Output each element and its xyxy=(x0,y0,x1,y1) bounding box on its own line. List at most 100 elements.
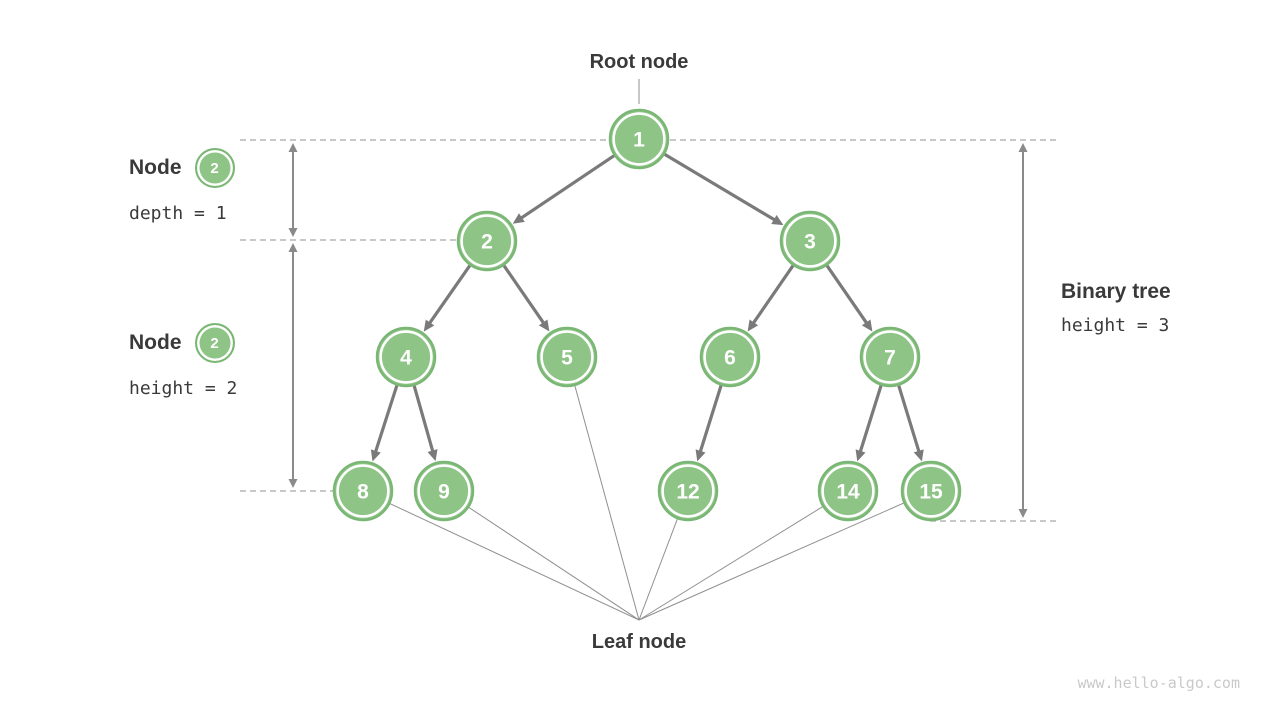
measure-arrowhead xyxy=(1018,509,1028,518)
measure-arrowhead xyxy=(288,479,298,488)
node-ring xyxy=(336,464,390,518)
measure-arrowhead xyxy=(288,243,298,252)
leaf-connector-line xyxy=(362,490,640,621)
node-value: 14 xyxy=(836,481,860,504)
node-value: 15 xyxy=(919,481,943,504)
tree-edge-4-9 xyxy=(412,385,436,455)
node-ring xyxy=(460,214,514,268)
node-ring xyxy=(379,330,433,384)
tree-node-6: 6 xyxy=(699,326,761,388)
site-watermark: www.hello-algo.com xyxy=(1077,674,1240,692)
tree-node-7: 7 xyxy=(859,326,921,388)
root-node-label: Root node xyxy=(589,51,689,73)
tree-node-1: 1 xyxy=(608,108,670,170)
tree-node-2: 2 xyxy=(456,210,518,272)
node-circle xyxy=(657,460,719,522)
tree-edge-arrowhead xyxy=(695,449,706,462)
leaf-connector-line xyxy=(443,490,640,621)
node-circle xyxy=(332,460,394,522)
measure-arrowhead xyxy=(288,143,298,152)
tree-edge-arrowhead xyxy=(855,449,866,462)
node-value: 3 xyxy=(804,231,816,254)
tree-edges xyxy=(370,152,924,462)
node-ring xyxy=(703,330,757,384)
tree-edge-arrowhead xyxy=(747,319,759,332)
node-badge-icon: 2 xyxy=(194,323,235,363)
tree-edge-arrowhead xyxy=(427,449,438,462)
node-value: 12 xyxy=(676,481,699,504)
tree-edge-2-4 xyxy=(426,264,472,327)
node-value: 5 xyxy=(561,347,573,370)
node-badge-value: 2 xyxy=(210,334,219,352)
node-badge-icon: 2 xyxy=(194,148,235,188)
tree-edge-arrowhead xyxy=(538,319,550,332)
node-circle xyxy=(456,210,518,272)
tree-edge-2-5 xyxy=(502,264,547,327)
tree-node-14: 14 xyxy=(817,460,879,522)
node-ring xyxy=(612,112,666,166)
node-ring xyxy=(540,330,594,384)
tree-height-formula: height = 3 xyxy=(1061,315,1170,336)
node-value: 7 xyxy=(884,347,896,370)
measure-arrows xyxy=(288,143,1028,518)
tree-height-callout: Binary tree height = 3 xyxy=(1061,280,1171,336)
tree-node-8: 8 xyxy=(332,460,394,522)
measure-arrowhead xyxy=(288,228,298,237)
node-value: 2 xyxy=(481,231,493,254)
node-circle xyxy=(779,210,841,272)
node-badge-value: 2 xyxy=(210,159,219,177)
tree-node-4: 4 xyxy=(375,326,437,388)
node-circle xyxy=(900,460,962,522)
tree-edge-arrowhead xyxy=(423,319,435,332)
node-circle xyxy=(817,460,879,522)
node-circle xyxy=(859,326,921,388)
node-circle xyxy=(413,460,475,522)
node-value: 8 xyxy=(357,481,369,504)
node-value: 9 xyxy=(438,481,450,504)
node-height-callout: Node 2 height = 2 xyxy=(129,323,237,399)
leaf-connector-line xyxy=(638,490,849,621)
node-depth-title: Node xyxy=(129,156,182,179)
tree-edge-1-3 xyxy=(663,152,779,223)
node-value: 1 xyxy=(633,129,645,152)
tree-edge-arrowhead xyxy=(913,449,924,462)
node-circle xyxy=(608,108,670,170)
node-value: 4 xyxy=(400,347,412,370)
tree-edge-arrowhead xyxy=(861,319,873,332)
node-circle xyxy=(536,326,598,388)
node-circle xyxy=(375,326,437,388)
leaf-connector-line xyxy=(566,356,640,621)
node-ring xyxy=(417,464,471,518)
background-guides xyxy=(240,79,1056,621)
node-value: 6 xyxy=(724,347,736,370)
tree-edge-arrowhead xyxy=(512,213,525,224)
tree-edge-6-12 xyxy=(697,385,723,456)
tree-edge-7-15 xyxy=(897,385,922,456)
node-ring xyxy=(821,464,875,518)
node-circle xyxy=(699,326,761,388)
tree-edge-3-6 xyxy=(750,264,795,327)
node-depth-formula: depth = 1 xyxy=(129,203,227,224)
tree-node-15: 15 xyxy=(900,460,962,522)
leaf-connector-line xyxy=(638,490,932,621)
tree-node-12: 12 xyxy=(657,460,719,522)
tree-node-9: 9 xyxy=(413,460,475,522)
tree-edge-arrowhead xyxy=(370,449,381,462)
measure-arrowhead xyxy=(1018,143,1028,152)
tree-edge-arrowhead xyxy=(771,215,784,226)
tree-edge-4-8 xyxy=(373,385,399,456)
node-height-title: Node xyxy=(129,331,182,354)
leaf-node-label: Leaf node xyxy=(591,631,687,653)
node-ring xyxy=(661,464,715,518)
tree-edge-3-7 xyxy=(825,264,870,327)
tree-node-3: 3 xyxy=(779,210,841,272)
node-depth-callout: Node 2 depth = 1 xyxy=(129,148,235,224)
node-ring xyxy=(863,330,917,384)
tree-edge-1-2 xyxy=(517,154,615,222)
tree-edge-7-14 xyxy=(857,385,883,456)
node-height-formula: height = 2 xyxy=(129,378,238,399)
node-ring xyxy=(783,214,837,268)
